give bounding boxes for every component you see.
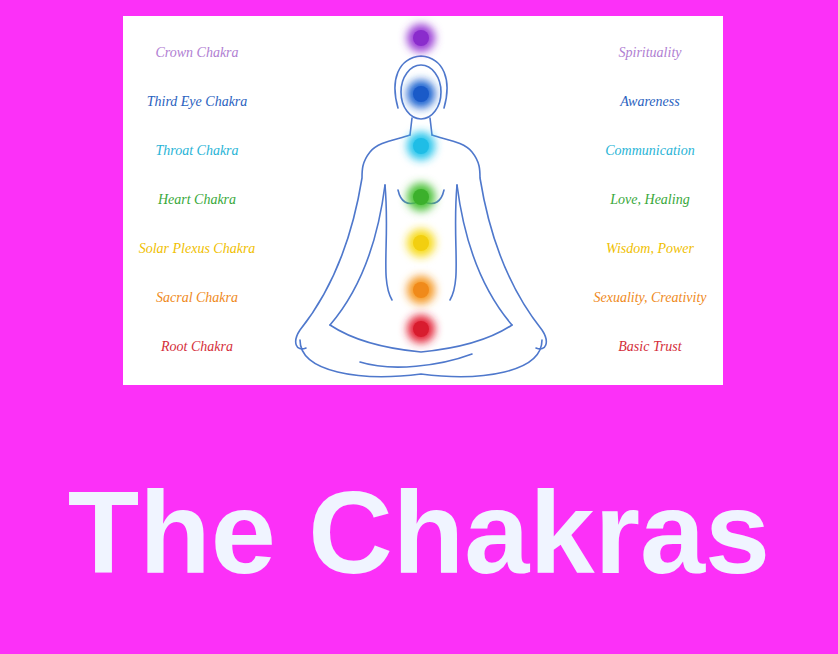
chakra-meaning: Sexuality, Creativity (593, 290, 706, 307)
chakra-name: Throat Chakra (155, 143, 238, 160)
chakra-name: Sacral Chakra (156, 290, 238, 307)
page-title: The Chakras (0, 474, 838, 591)
chakra-meaning: Basic Trust (618, 339, 681, 356)
chakra-meaning: Spirituality (619, 45, 682, 62)
chakra-name: Crown Chakra (155, 45, 238, 62)
chakra-meaning: Communication (605, 143, 694, 160)
chakra-meaning: Wisdom, Power (606, 241, 694, 258)
chakra-name: Solar Plexus Chakra (139, 241, 256, 258)
chakra-name: Third Eye Chakra (147, 94, 248, 111)
chakra-name: Root Chakra (161, 339, 233, 356)
chakra-name: Heart Chakra (158, 192, 236, 209)
chakra-meaning: Love, Healing (610, 192, 689, 209)
chakra-meaning: Awareness (620, 94, 679, 111)
